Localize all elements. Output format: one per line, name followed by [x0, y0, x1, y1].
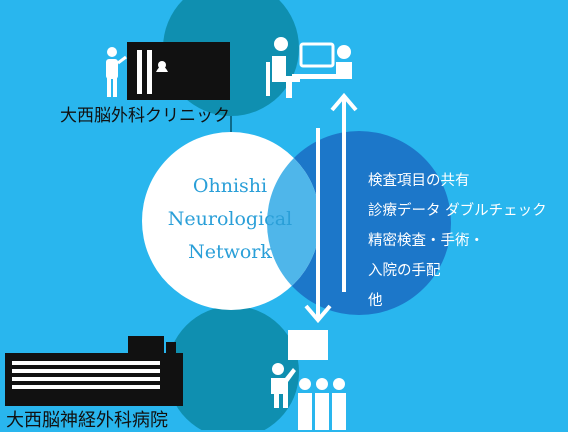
hospital-label: 大西脳神経外科病院	[6, 410, 168, 431]
services-item: 検査項目の共有	[368, 173, 470, 189]
services-item: 精密検査・手術・	[368, 233, 484, 249]
hospital-building-icon	[5, 336, 183, 406]
person-icon	[106, 47, 127, 97]
network-name-line: Ohnishi	[192, 175, 268, 197]
network-name-line: Network	[188, 241, 272, 263]
services-list: 検査項目の共有 診療データ ダブルチェック 精密検査・手術・ 入院の手配 他	[368, 166, 547, 316]
network-name: Ohnishi Neurological Network	[150, 170, 310, 269]
services-item: 入院の手配	[368, 263, 441, 279]
clinic-label: 大西脳外科クリニック	[60, 106, 230, 126]
presentation-icon	[271, 330, 346, 430]
clinic-building-icon	[127, 42, 230, 100]
services-circle	[267, 131, 451, 315]
hospital-circle	[167, 306, 299, 430]
arrow-down-icon	[304, 128, 332, 324]
services-item: 診療データ ダブルチェック	[368, 203, 547, 219]
network-name-line: Neurological	[167, 208, 293, 230]
consultation-icon	[266, 37, 352, 98]
arrow-up-icon	[330, 92, 358, 292]
network-circle	[142, 132, 320, 310]
services-item: 他	[368, 293, 383, 309]
